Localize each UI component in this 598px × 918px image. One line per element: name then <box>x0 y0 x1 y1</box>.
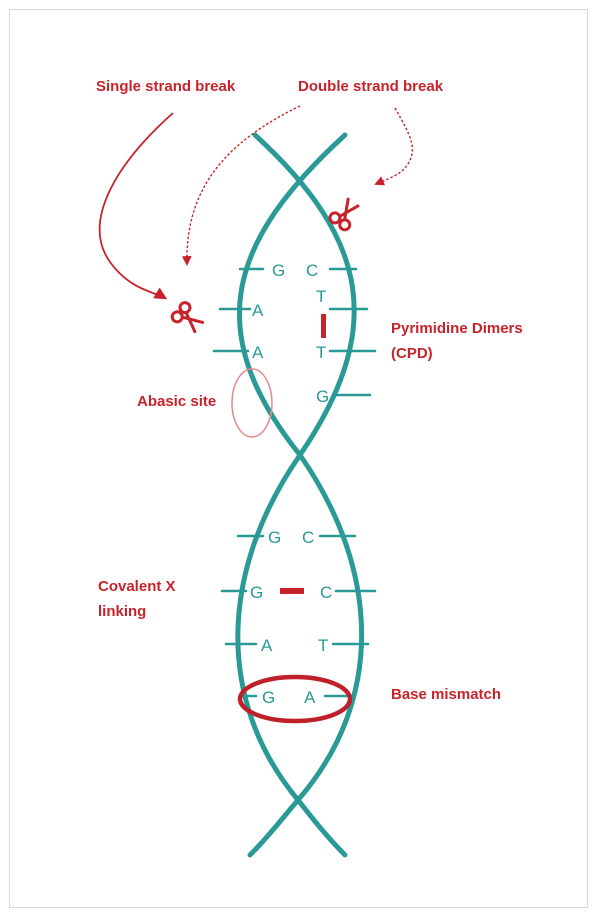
base-letter: G <box>268 528 281 547</box>
label-abasic-site: Abasic site <box>137 393 216 410</box>
base-letter: A <box>261 636 273 655</box>
label-linking: linking <box>98 603 146 620</box>
label-cpd: (CPD) <box>391 345 433 362</box>
double-break-arrow-left <box>187 106 300 264</box>
strand-b <box>239 135 361 855</box>
base-letter: G <box>272 261 285 280</box>
base-letter: T <box>316 343 326 362</box>
base-letter: C <box>302 528 314 547</box>
mismatch-ring <box>240 677 350 721</box>
base-letter: A <box>252 301 264 320</box>
label-covalent-x: Covalent X <box>98 578 176 595</box>
base-letter: A <box>252 343 264 362</box>
dna-helix <box>238 135 362 855</box>
base-letter: A <box>304 688 316 707</box>
base-letter: T <box>316 287 326 306</box>
label-pyrimidine-dimers: Pyrimidine Dimers <box>391 320 523 337</box>
base-letter: C <box>320 583 332 602</box>
pyrimidine-dimer-mark <box>321 314 326 338</box>
base-letter: C <box>306 261 318 280</box>
base-letter: T <box>318 636 328 655</box>
label-single-strand-break: Single strand break <box>96 78 236 95</box>
single-break-arrow <box>100 113 173 298</box>
base-letter: G <box>250 583 263 602</box>
label-double-strand-break: Double strand break <box>298 78 444 95</box>
double-break-arrow-right <box>376 108 412 184</box>
base-letter: G <box>316 387 329 406</box>
base-letter: G <box>262 688 275 707</box>
label-base-mismatch: Base mismatch <box>391 686 501 703</box>
scissors-icon <box>170 301 206 336</box>
crosslink-mark <box>280 588 304 594</box>
